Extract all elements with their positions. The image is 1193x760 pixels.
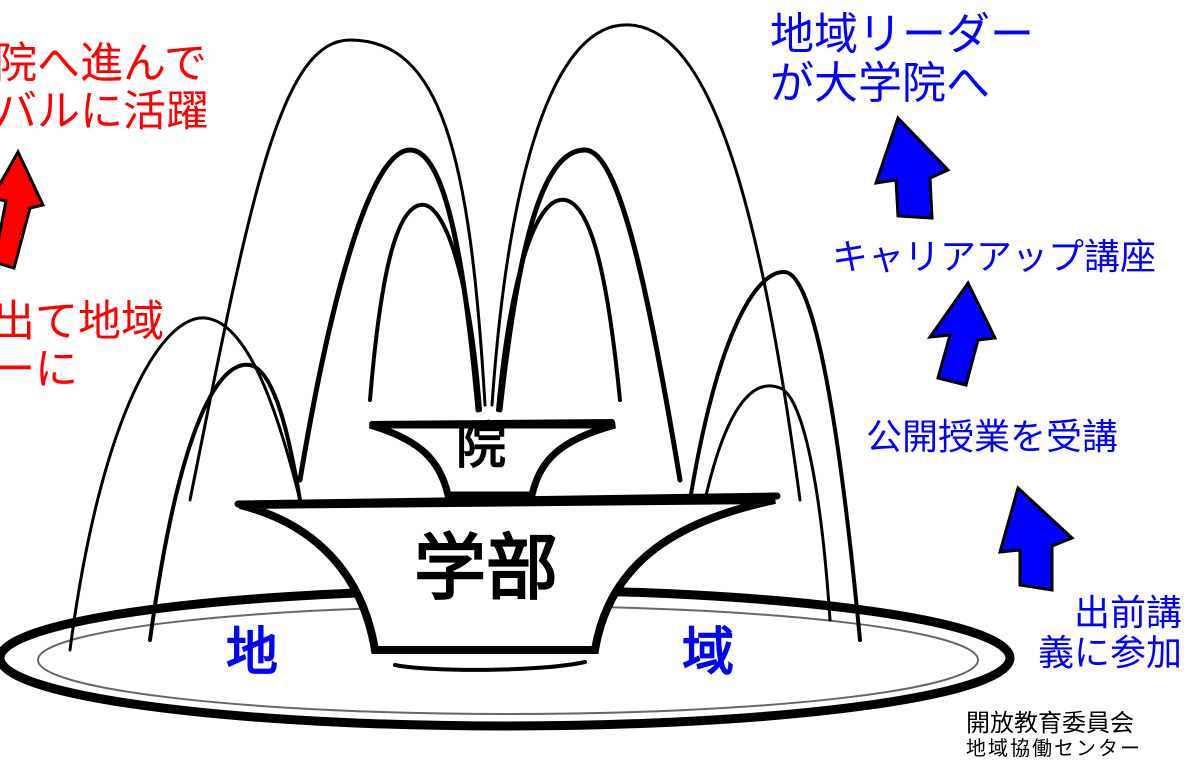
jet-inner-left bbox=[368, 202, 482, 412]
jet-tall-right bbox=[490, 23, 802, 502]
label-line: 院へ進んで bbox=[0, 39, 207, 89]
arrow-up-icon bbox=[873, 115, 951, 220]
upper-basin bbox=[368, 421, 616, 499]
upper-basin-label: 院 bbox=[456, 417, 506, 475]
pool-label-left: 地 bbox=[226, 623, 279, 683]
credit-line: 開放教育委員会 bbox=[966, 709, 1134, 737]
label-graduate-global: 院へ進んで バルに活躍 bbox=[0, 40, 209, 136]
label-line: 義に参加 bbox=[1038, 633, 1183, 675]
jet-side-right-inner bbox=[703, 384, 832, 622]
jet-side-right bbox=[688, 269, 862, 642]
basin-base bbox=[393, 660, 587, 672]
jet-side-left bbox=[68, 316, 302, 652]
arrow-up-icon bbox=[926, 280, 998, 387]
label-line: バルに活躍 bbox=[0, 87, 209, 138]
label-local-leader: 出て地域 ーに bbox=[0, 298, 164, 394]
pool-label-right: 域 bbox=[682, 623, 735, 683]
label-career-up: キャリアアップ講座 bbox=[832, 237, 1157, 278]
lower-basin bbox=[239, 496, 776, 654]
label-line: 地域リーダー bbox=[770, 9, 1034, 60]
arrow-up-icon bbox=[997, 485, 1075, 592]
label-line: 出前講 bbox=[1074, 593, 1183, 634]
label-outreach-lecture: 出前講 義に参加 bbox=[1038, 593, 1183, 675]
label-line: ーに bbox=[0, 345, 78, 396]
jet-inner-right bbox=[496, 197, 622, 412]
credit-line: 地域協働センター bbox=[966, 735, 1142, 760]
lower-basin-label: 学部 bbox=[414, 526, 559, 610]
jet-mid-left bbox=[297, 147, 481, 483]
label-line: が大学院へ bbox=[770, 58, 990, 110]
label-line: 出て地域 bbox=[0, 297, 164, 347]
jet-side-left-inner bbox=[148, 362, 302, 642]
label-open-class: 公開授業を受講 bbox=[866, 417, 1119, 458]
arrow-up-icon bbox=[0, 148, 46, 270]
label-leader-to-grad: 地域リーダー が大学院へ bbox=[770, 10, 1034, 109]
arrow-group bbox=[0, 115, 1075, 592]
jet-tall-left bbox=[188, 38, 487, 502]
